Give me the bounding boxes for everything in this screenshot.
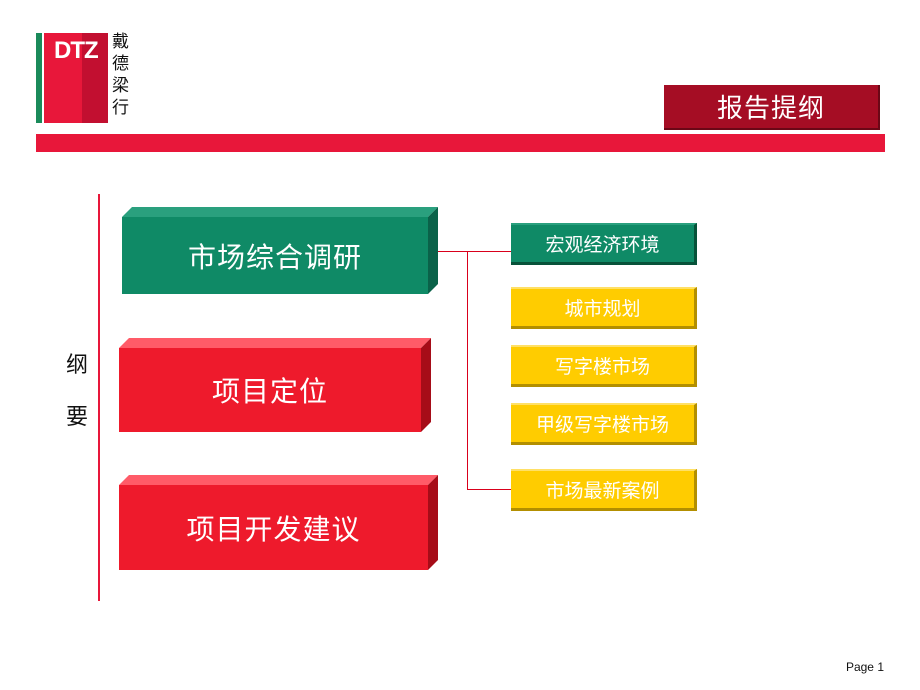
header-divider-band (36, 134, 885, 152)
connector-line (467, 251, 468, 489)
page-number: Page 1 (845, 660, 884, 674)
sub-item-urban-planning[interactable]: 城市规划 (511, 287, 697, 329)
page-title: 报告提纲 (664, 85, 880, 130)
main-item-label: 项目定位 (119, 348, 421, 432)
main-item-label: 项目开发建议 (119, 485, 428, 570)
connector-line (438, 251, 511, 252)
main-item-development-advice[interactable]: 项目开发建议 (119, 475, 438, 570)
logo-char: 德 (112, 54, 129, 74)
logo-char: 行 (112, 98, 129, 118)
side-label: 纲 要 (62, 340, 92, 444)
logo-char: 梁 (112, 76, 129, 96)
logo-red-shade (82, 33, 108, 123)
main-item-positioning[interactable]: 项目定位 (119, 338, 431, 432)
connector-line (467, 489, 511, 490)
box-side-face (428, 475, 438, 570)
sub-item-latest-cases[interactable]: 市场最新案例 (511, 469, 697, 511)
box-top-face (119, 475, 438, 485)
side-label-char: 纲 (65, 353, 88, 378)
main-item-label: 市场综合调研 (122, 217, 428, 294)
logo-green-stripe (36, 33, 42, 123)
box-side-face (421, 338, 431, 432)
sub-item-macro-economy[interactable]: 宏观经济环境 (511, 223, 697, 265)
logo-char: 戴 (112, 32, 129, 52)
sub-item-grade-a-office-market[interactable]: 甲级写字楼市场 (511, 403, 697, 445)
logo-chinese-name: 戴 德 梁 行 (112, 31, 136, 119)
main-item-market-research[interactable]: 市场综合调研 (122, 207, 438, 294)
box-top-face (119, 338, 431, 348)
side-divider-line (98, 194, 100, 601)
box-top-face (122, 207, 438, 217)
box-side-face (428, 207, 438, 294)
logo-red-block: DTZ (44, 33, 108, 123)
company-logo: DTZ 戴 德 梁 行 (36, 31, 136, 123)
side-label-char: 要 (65, 405, 88, 430)
sub-item-office-market[interactable]: 写字楼市场 (511, 345, 697, 387)
logo-brand-text: DTZ (54, 37, 99, 64)
